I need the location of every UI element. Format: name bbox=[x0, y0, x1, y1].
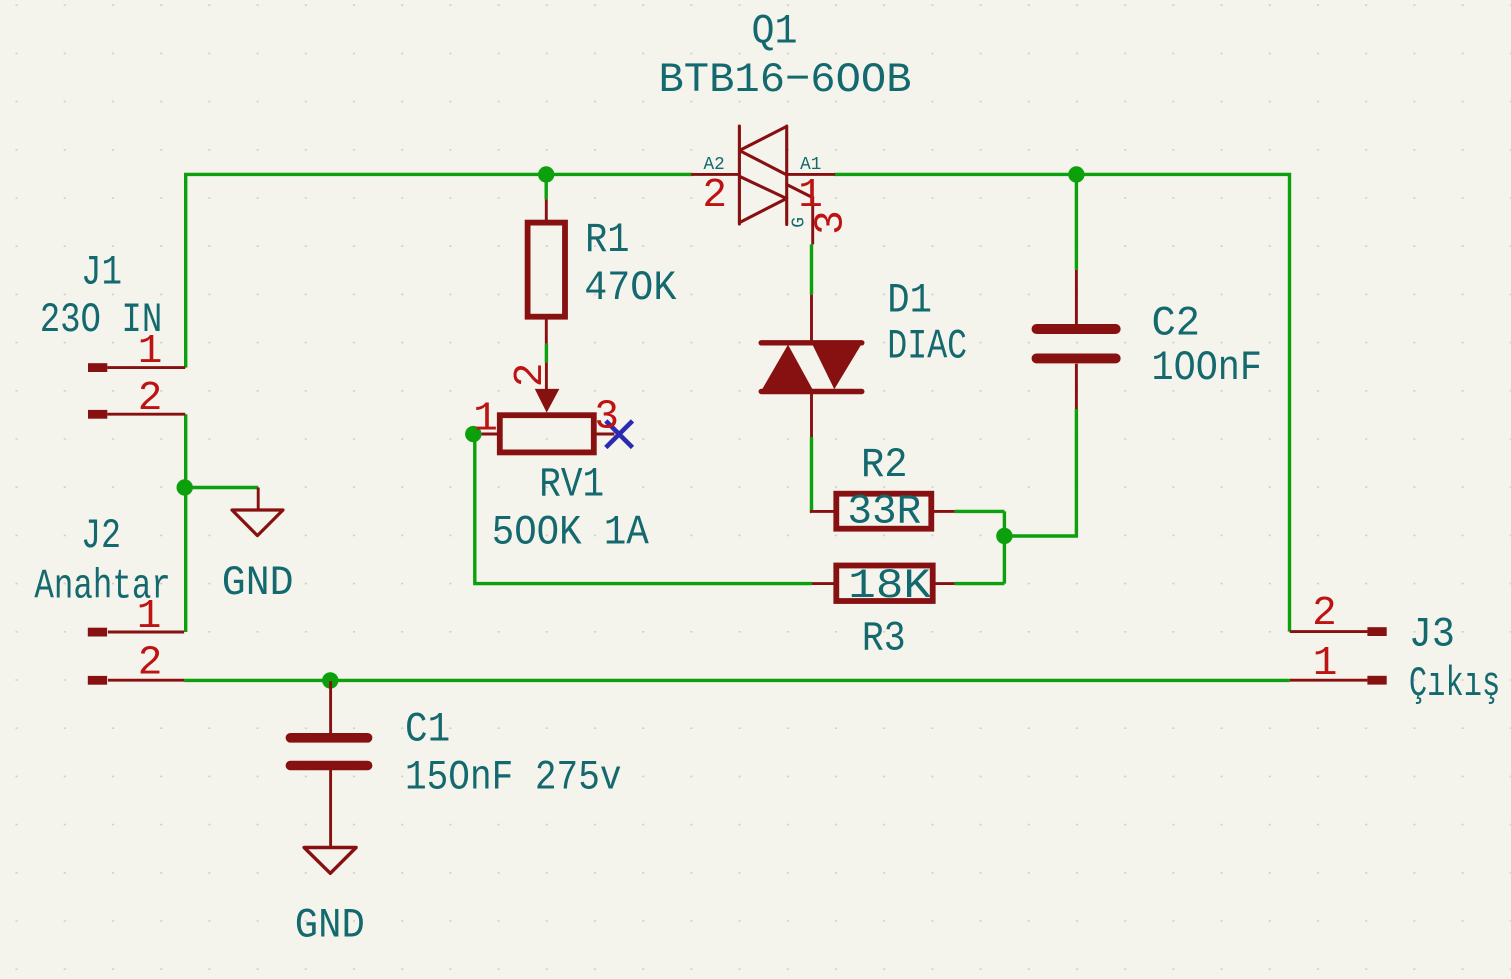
svg-text:47OK: 47OK bbox=[584, 265, 676, 312]
svg-text:GND: GND bbox=[222, 560, 294, 607]
svg-text:J3: J3 bbox=[1409, 612, 1455, 659]
svg-text:J2: J2 bbox=[81, 513, 121, 560]
svg-text:1: 1 bbox=[137, 594, 162, 640]
svg-text:18K: 18K bbox=[848, 563, 931, 610]
svg-text:1OOnF: 1OOnF bbox=[1152, 345, 1263, 392]
svg-text:1: 1 bbox=[1313, 641, 1338, 687]
svg-text:G: G bbox=[789, 217, 809, 228]
svg-text:R1: R1 bbox=[585, 217, 629, 264]
svg-text:2: 2 bbox=[508, 363, 554, 388]
svg-text:C2: C2 bbox=[1152, 301, 1201, 348]
svg-text:1: 1 bbox=[798, 173, 823, 219]
svg-text:D1: D1 bbox=[887, 278, 932, 325]
svg-text:DIAC: DIAC bbox=[887, 324, 967, 371]
svg-text:R2: R2 bbox=[861, 442, 908, 489]
svg-text:23O IN: 23O IN bbox=[40, 297, 163, 344]
svg-text:BTB16−6OOB: BTB16−6OOB bbox=[659, 57, 912, 104]
svg-text:2: 2 bbox=[1312, 591, 1337, 637]
svg-text:GND: GND bbox=[295, 903, 365, 950]
svg-text:RV1: RV1 bbox=[539, 461, 604, 508]
svg-text:33R: 33R bbox=[847, 489, 921, 536]
svg-text:Q1: Q1 bbox=[752, 9, 798, 56]
svg-text:Anahtar: Anahtar bbox=[34, 563, 170, 610]
svg-text:5OOK 1A: 5OOK 1A bbox=[492, 510, 649, 557]
svg-text:A1: A1 bbox=[800, 155, 821, 175]
svg-text:2: 2 bbox=[138, 376, 163, 422]
svg-text:15OnF 275v: 15OnF 275v bbox=[405, 755, 622, 802]
svg-text:C1: C1 bbox=[405, 707, 450, 754]
svg-text:Çıkış: Çıkış bbox=[1409, 661, 1500, 708]
svg-text:2: 2 bbox=[702, 173, 727, 219]
svg-text:1: 1 bbox=[473, 397, 498, 443]
svg-text:3: 3 bbox=[809, 210, 855, 235]
svg-text:A2: A2 bbox=[704, 155, 725, 175]
svg-text:R3: R3 bbox=[862, 616, 906, 663]
svg-text:J1: J1 bbox=[81, 249, 122, 296]
svg-text:3: 3 bbox=[594, 395, 619, 441]
svg-text:2: 2 bbox=[138, 641, 163, 687]
svg-text:1: 1 bbox=[138, 329, 163, 375]
